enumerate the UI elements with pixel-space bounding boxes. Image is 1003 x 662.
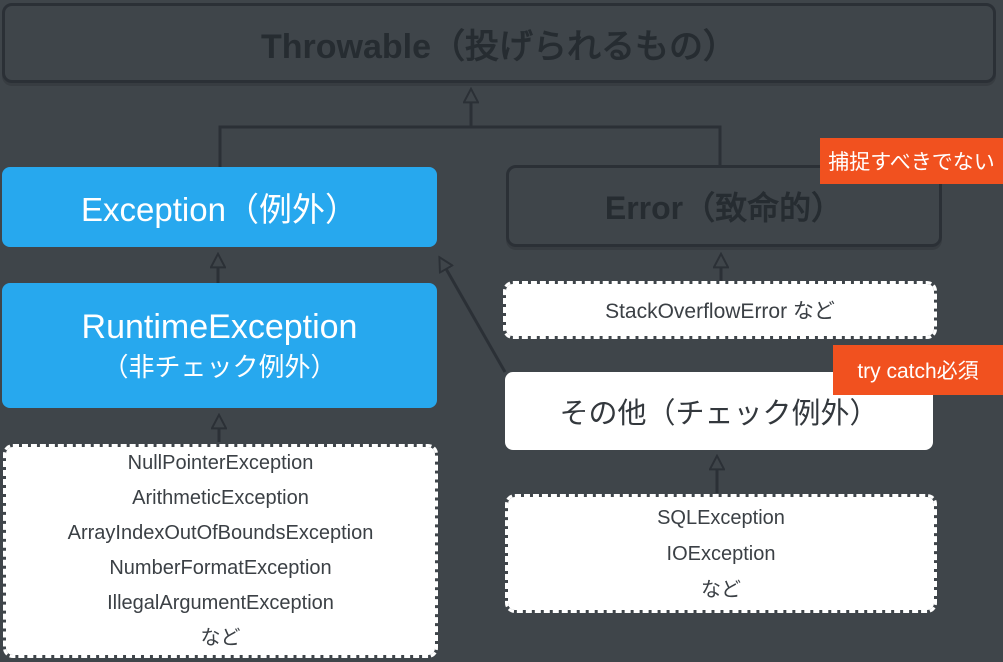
exception-box: Exception（例外） bbox=[2, 167, 437, 247]
throwable-box: Throwable（投げられるもの） bbox=[2, 3, 996, 83]
elbow-connector bbox=[218, 125, 722, 168]
runtime-examples-box: NullPointerException ArithmeticException… bbox=[3, 444, 438, 658]
throwable-label: Throwable（投げられるもの） bbox=[260, 27, 738, 66]
no-catch-badge-label: 捕捉すべきでない bbox=[828, 151, 995, 174]
arrow-checked-to-exception bbox=[441, 260, 507, 373]
list-item: など bbox=[200, 627, 241, 649]
runtime-exception-sublabel: （非チェック例外） bbox=[102, 351, 337, 382]
list-item: NullPointerException bbox=[127, 452, 314, 474]
list-item: など bbox=[701, 578, 741, 601]
error-label: Error（致命的） bbox=[604, 190, 844, 226]
error-box: Error（致命的） bbox=[506, 165, 942, 247]
list-item: ArrayIndexOutOfBoundsException bbox=[67, 522, 374, 544]
list-item: IllegalArgumentException bbox=[107, 592, 334, 614]
no-catch-badge: 捕捉すべきでない bbox=[820, 138, 1003, 184]
list-item: NumberFormatException bbox=[109, 557, 332, 579]
list-item: ArithmeticException bbox=[132, 487, 309, 509]
runtime-exception-box: RuntimeException （非チェック例外） bbox=[2, 283, 437, 408]
stackoverflow-box: StackOverflowError など bbox=[503, 281, 937, 339]
exception-label: Exception（例外） bbox=[81, 191, 358, 228]
try-catch-badge-label: try catch必須 bbox=[857, 360, 979, 383]
list-item: IOException bbox=[666, 542, 776, 565]
try-catch-badge: try catch必須 bbox=[833, 345, 1003, 395]
stackoverflow-label: StackOverflowError など bbox=[605, 300, 835, 323]
checked-examples-box: SQLException IOException など bbox=[505, 494, 937, 613]
list-item: SQLException bbox=[657, 506, 785, 529]
checked-other-label: その他（チェック例外） bbox=[559, 398, 879, 430]
runtime-exception-label: RuntimeException bbox=[81, 307, 358, 346]
